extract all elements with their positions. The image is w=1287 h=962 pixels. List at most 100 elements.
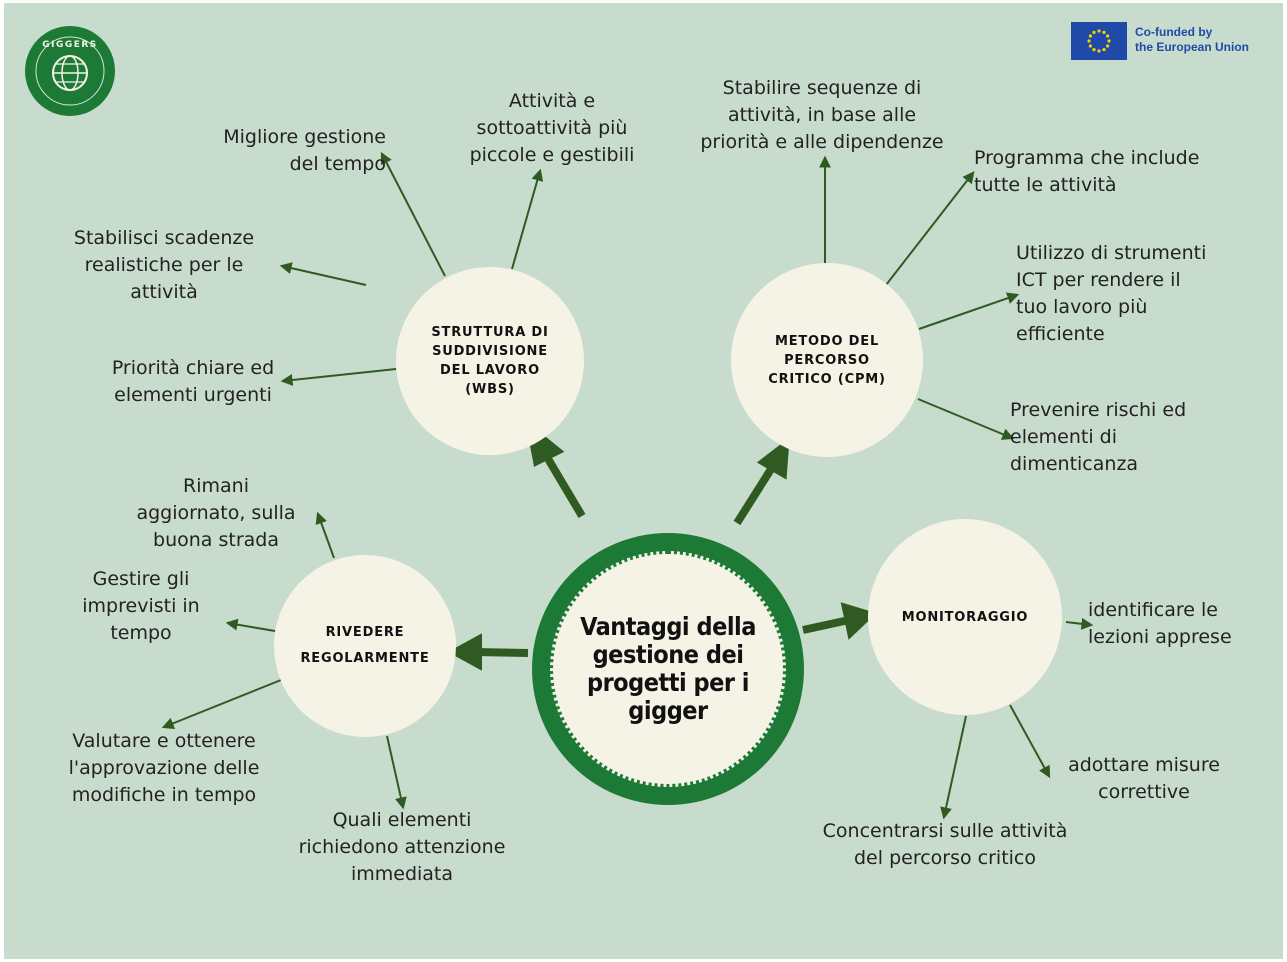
label-line: Utilizzo di strumenti bbox=[1016, 242, 1207, 264]
label-line: ICT per rendere il bbox=[1016, 269, 1181, 291]
label-line: Priorità chiare ed bbox=[111, 357, 275, 379]
hub-wbs-title-line: SUDDIVISIONE bbox=[432, 344, 548, 359]
hub-monitor: MONITORAGGIO bbox=[868, 519, 1062, 715]
hub-review: RIVEDERE REGOLARMENTE bbox=[274, 555, 456, 737]
label-line: tempo bbox=[110, 622, 172, 644]
arrow-to-cpm bbox=[733, 463, 777, 526]
item-arrows bbox=[161, 151, 1094, 820]
review-item-updated: Rimani aggiornato, sulla buona strada bbox=[116, 473, 316, 554]
label-line: attività, in base alle bbox=[727, 104, 917, 126]
arrow-wbs-1 bbox=[380, 151, 446, 277]
monitor-item-critical-path: Concentrarsi sulle attività del percorso… bbox=[800, 818, 1090, 872]
arrowhead-cpm bbox=[756, 437, 790, 480]
hub-wbs-title: STRUTTURA DI SUDDIVISIONE DEL LAVORO (WB… bbox=[431, 323, 548, 399]
giggers-globe-icon: GIGGERS bbox=[25, 26, 115, 116]
hub-review-title-line: REGOLARMENTE bbox=[300, 651, 430, 666]
center-title-line: gigger bbox=[628, 696, 708, 725]
center-title-line: gestione dei bbox=[592, 640, 744, 669]
review-item-unexpected: Gestire gli imprevisti in tempo bbox=[56, 566, 226, 647]
label-line: Valutare e ottenere bbox=[72, 730, 256, 752]
label-line: attività bbox=[130, 281, 198, 303]
arrow-monitor-1 bbox=[1065, 617, 1094, 630]
label-line: efficiente bbox=[1016, 323, 1105, 345]
label-line: sottoattività più bbox=[476, 117, 628, 139]
center-node: Vantaggi della gestione dei progetti per… bbox=[532, 533, 804, 805]
label-line: modifiche in tempo bbox=[71, 784, 257, 806]
svg-text:GIGGERS: GIGGERS bbox=[42, 40, 98, 50]
label-line: lezioni apprese bbox=[1088, 626, 1232, 648]
label-line: del percorso critico bbox=[854, 847, 1036, 869]
arrow-to-review bbox=[473, 648, 529, 657]
arrow-review-3 bbox=[161, 679, 282, 729]
label-line: correttive bbox=[1098, 781, 1190, 803]
label-line: Programma che include bbox=[974, 147, 1200, 169]
review-item-attention: Quali elementi richiedono attenzione imm… bbox=[282, 807, 522, 888]
label-line: l'approvazione delle bbox=[68, 757, 260, 779]
label-line: dimenticanza bbox=[1010, 453, 1139, 475]
arrow-wbs-2 bbox=[511, 168, 544, 270]
arrow-wbs-3 bbox=[279, 262, 367, 286]
arrowhead-review bbox=[447, 633, 482, 671]
connector-layer bbox=[161, 151, 1094, 820]
monitor-item-corrective: adottare misure correttive bbox=[1052, 752, 1236, 806]
arrow-monitor-2 bbox=[1009, 704, 1051, 779]
label-line: Stabilire sequenze di bbox=[722, 77, 922, 99]
center-title-line: Vantaggi della bbox=[580, 612, 756, 641]
wbs-item-deadlines: Stabilisci scadenze realistiche per le a… bbox=[54, 225, 274, 306]
label-line: Migliore gestione bbox=[223, 126, 386, 148]
center-title: Vantaggi della gestione dei progetti per… bbox=[580, 613, 756, 725]
label-line: realistiche per le bbox=[84, 254, 244, 276]
arrow-review-4 bbox=[386, 735, 407, 810]
label-line: elementi di bbox=[1010, 426, 1118, 448]
arrow-cpm-2 bbox=[885, 171, 975, 286]
arrow-wbs-4 bbox=[280, 368, 397, 386]
label-line: Gestire gli bbox=[92, 568, 190, 590]
label-line: immediata bbox=[350, 863, 454, 885]
arrow-review-2 bbox=[225, 618, 276, 632]
label-line: Stabilisci scadenze bbox=[73, 227, 255, 249]
main-arrows bbox=[447, 420, 877, 671]
arrow-to-monitor bbox=[802, 616, 850, 634]
label-line: Attività e bbox=[508, 90, 596, 112]
label-line: adottare misure bbox=[1068, 754, 1220, 776]
label-line: tutte le attività bbox=[974, 174, 1117, 196]
hub-cpm-title-line: CRITICO (CPM) bbox=[768, 371, 886, 387]
giggers-logo: GIGGERS bbox=[24, 25, 116, 117]
arrow-cpm-3 bbox=[918, 292, 1020, 330]
cpm-item-schedule: Programma che include tutte le attività bbox=[974, 145, 1254, 199]
label-line: Quali elementi bbox=[332, 809, 472, 831]
arrowhead-monitor bbox=[840, 602, 877, 640]
hub-wbs-title-line: STRUTTURA DI bbox=[431, 325, 549, 340]
label-line: aggiornato, sulla bbox=[136, 502, 296, 524]
label-line: Prevenire rischi ed bbox=[1010, 399, 1187, 421]
eu-cofunded-badge: Co-funded by the European Union bbox=[1071, 22, 1271, 64]
hub-wbs: STRUTTURA DI SUDDIVISIONE DEL LAVORO (WB… bbox=[396, 267, 584, 455]
label-line: Concentrarsi sulle attività bbox=[822, 820, 1068, 842]
infographic-canvas: GIGGERS Co-funded by the European Union bbox=[4, 3, 1283, 959]
eu-line-1: Co-funded by bbox=[1135, 25, 1213, 39]
wbs-item-priorities: Priorità chiare ed elementi urgenti bbox=[88, 355, 298, 409]
label-line: tuo lavoro più bbox=[1016, 296, 1148, 318]
arrow-to-wbs bbox=[540, 449, 586, 519]
hub-wbs-title-line: (WBS) bbox=[465, 382, 515, 397]
review-item-approval: Valutare e ottenere l'approvazione delle… bbox=[48, 728, 280, 809]
cpm-item-ict: Utilizzo di strumenti ICT per rendere il… bbox=[1016, 240, 1256, 348]
label-line: del tempo bbox=[289, 153, 386, 175]
label-line: richiedono attenzione bbox=[298, 836, 506, 858]
wbs-item-subtasks: Attività e sottoattività più piccole e g… bbox=[432, 88, 672, 169]
label-line: identificare le bbox=[1088, 599, 1218, 621]
hub-cpm-title-line: PERCORSO bbox=[784, 352, 870, 368]
center-node-inner: Vantaggi della gestione dei progetti per… bbox=[550, 551, 786, 787]
hub-cpm-title-line: METODO DEL bbox=[774, 333, 880, 349]
eu-badge-text: Co-funded by the European Union bbox=[1135, 25, 1249, 55]
wbs-item-time: Migliore gestione del tempo bbox=[190, 124, 386, 178]
eu-line-2: the European Union bbox=[1135, 40, 1249, 54]
label-line: elementi urgenti bbox=[114, 384, 272, 406]
hub-review-title: RIVEDERE REGOLARMENTE bbox=[300, 620, 429, 672]
label-line: piccole e gestibili bbox=[469, 144, 635, 166]
eu-flag-icon bbox=[1071, 22, 1127, 60]
hub-monitor-title-line: MONITORAGGIO bbox=[901, 609, 1029, 625]
label-line: Rimani bbox=[183, 475, 249, 497]
hub-cpm: METODO DEL PERCORSO CRITICO (CPM) bbox=[731, 263, 923, 457]
arrow-cpm-4 bbox=[917, 398, 1015, 440]
